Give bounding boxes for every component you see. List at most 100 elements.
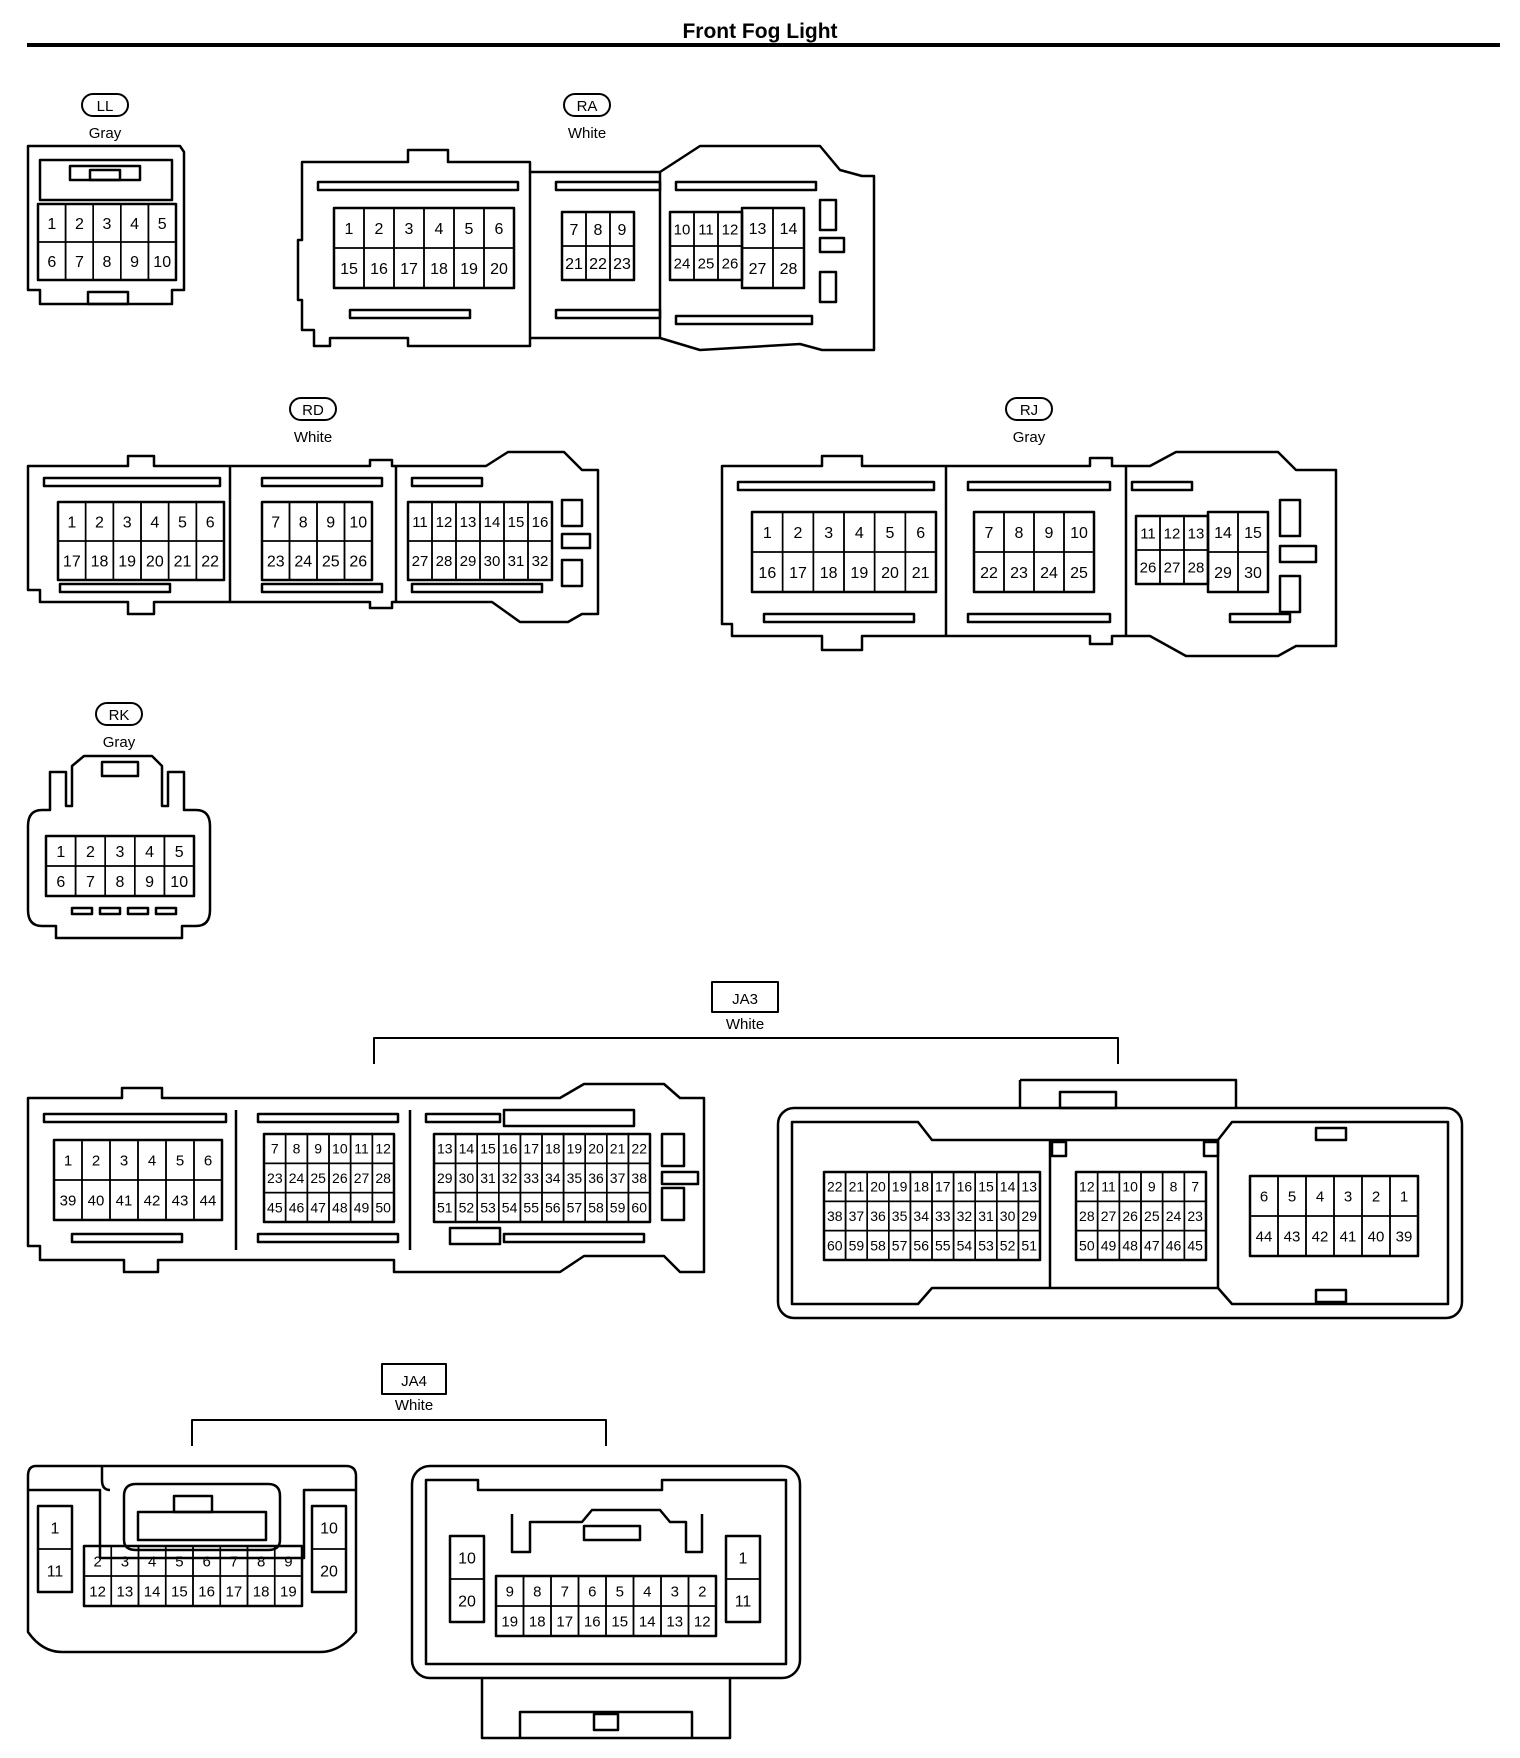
pin-cell [193, 1179, 223, 1221]
connector-housing [296, 144, 876, 352]
pin-number: 10 [458, 1550, 476, 1567]
pin-number: 4 [150, 514, 159, 531]
pin-number: 13 [1021, 1179, 1037, 1195]
pin-number: 9 [284, 1553, 292, 1570]
pin-number: 22 [589, 256, 607, 273]
connector-housing [720, 450, 1338, 658]
pin-number: 59 [610, 1199, 626, 1215]
pin-number: 13 [460, 514, 477, 531]
pin-number: 20 [870, 1179, 886, 1195]
pin-cell [1063, 551, 1095, 593]
pin-number: 40 [1368, 1228, 1385, 1245]
pin-cell [1017, 1229, 1041, 1261]
pin-number: 45 [1187, 1237, 1203, 1253]
pin-number: 49 [1101, 1237, 1117, 1253]
pin-number: 1 [67, 514, 76, 531]
pin-number: 7 [271, 1141, 279, 1157]
pin-number: 2 [86, 844, 95, 861]
pin-number: 17 [523, 1141, 539, 1157]
pin-number: 11 [47, 1563, 64, 1580]
pin-cell [343, 540, 373, 581]
pin-cell [163, 865, 195, 897]
pin-number: 60 [631, 1199, 647, 1215]
pin-number: 36 [588, 1170, 604, 1186]
connector-code: RD [302, 402, 324, 419]
pin-cell [311, 1548, 347, 1593]
pin-cell [1389, 1215, 1419, 1257]
pin-number: 5 [158, 216, 167, 233]
pin-number: 28 [1188, 559, 1205, 576]
pin-number: 48 [1122, 1237, 1138, 1253]
pin-number: 5 [178, 514, 187, 531]
pin-number: 15 [611, 1613, 628, 1630]
pin-number: 6 [1260, 1188, 1268, 1205]
pin-number: 21 [610, 1141, 626, 1157]
pin-number: 7 [985, 525, 994, 542]
pin-number: 11 [698, 221, 714, 238]
pin-number: 55 [935, 1237, 951, 1253]
pin-number: 36 [870, 1208, 886, 1224]
pin-number: 13 [1188, 525, 1205, 542]
ja4-left-housing [26, 1464, 358, 1654]
pin-number: 6 [588, 1583, 596, 1600]
pair-bracket [373, 1037, 1119, 1064]
pin-number: 25 [322, 553, 340, 570]
pin-number: 1 [763, 525, 772, 542]
pin-number: 38 [631, 1170, 647, 1186]
pin-number: 7 [75, 254, 84, 271]
pin-cell [1237, 551, 1269, 593]
pin-number: 10 [320, 1520, 338, 1537]
pin-number: 25 [698, 255, 715, 272]
pin-number: 35 [892, 1208, 908, 1224]
pin-number: 29 [1021, 1208, 1037, 1224]
pin-number: 34 [913, 1208, 929, 1224]
pin-number: 9 [618, 222, 627, 239]
pin-number: 57 [892, 1237, 908, 1253]
pin-number: 15 [340, 261, 358, 278]
pin-number: 6 [206, 514, 215, 531]
pin-number: 30 [1244, 565, 1262, 582]
pin-number: 6 [204, 1152, 212, 1169]
pin-number: 10 [1070, 525, 1088, 542]
pin-cell [904, 551, 937, 593]
pin-number: 31 [978, 1208, 994, 1224]
pin-number: 24 [294, 553, 312, 570]
pin-number: 1 [47, 216, 56, 233]
pin-number: 29 [460, 553, 477, 570]
pin-number: 3 [1344, 1188, 1352, 1205]
pin-number: 10 [153, 254, 171, 271]
pin-number: 31 [508, 553, 525, 570]
pin-number: 13 [437, 1141, 453, 1157]
pin-number: 5 [1288, 1188, 1296, 1205]
connector-color: Gray [103, 734, 136, 751]
pin-number: 2 [698, 1583, 706, 1600]
pin-grid: 111 [724, 1534, 762, 1624]
pin-number: 8 [1170, 1179, 1178, 1195]
pin-number: 17 [226, 1583, 243, 1600]
pin-number: 14 [459, 1141, 475, 1157]
pin-number: 25 [1070, 565, 1088, 582]
connector-color: White [726, 1016, 764, 1033]
pin-number: 21 [912, 565, 930, 582]
pin-number: 26 [1122, 1208, 1138, 1224]
pin-cell [449, 1578, 485, 1623]
pin-number: 6 [47, 254, 56, 271]
pin-number: 5 [175, 844, 184, 861]
pin-number: 23 [267, 553, 285, 570]
pin-cell [37, 1548, 73, 1593]
pin-number: 22 [201, 553, 219, 570]
pin-number: 51 [1021, 1237, 1037, 1253]
pin-number: 27 [749, 261, 767, 278]
pin-number: 18 [253, 1583, 270, 1600]
